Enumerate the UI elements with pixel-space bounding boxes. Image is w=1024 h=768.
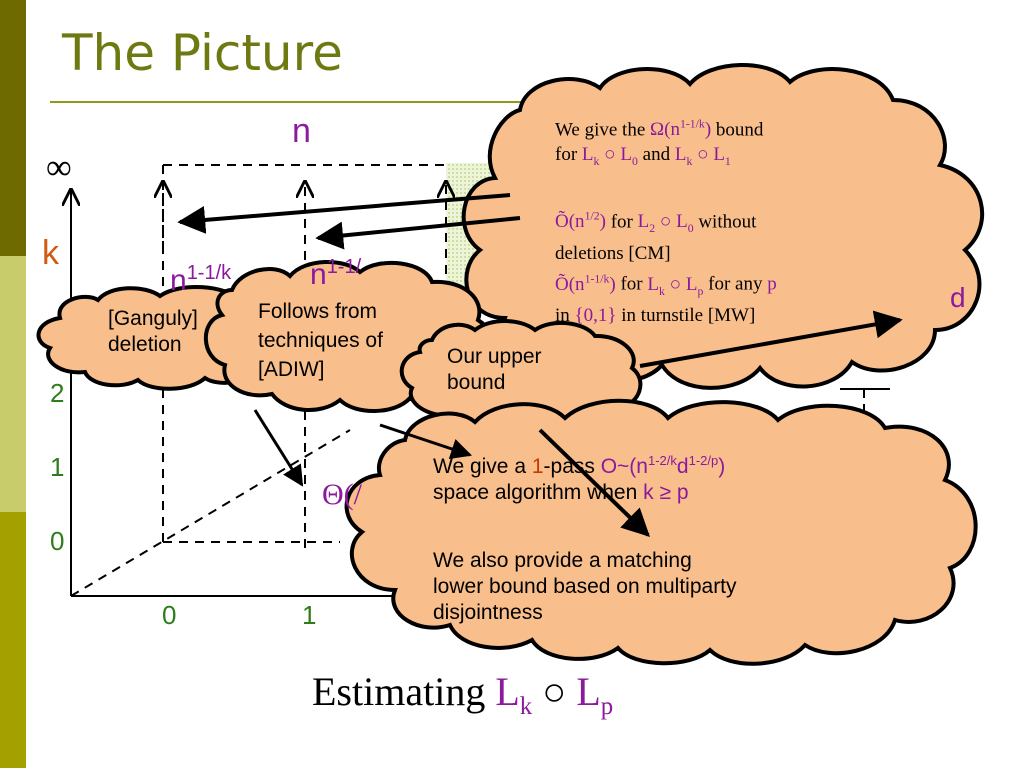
title-rule [50, 101, 610, 103]
arrow-adiw-down [253, 409, 304, 487]
sidebar-band-light [0, 256, 26, 512]
upper-line1: Our upper [447, 345, 542, 368]
y-tick-2: 2 [50, 378, 65, 408]
n-power-label: n1-1/k [170, 262, 232, 297]
y-tick-1: 1 [50, 452, 65, 482]
cloud-top-right-line1: We give the Ω(n1-1/k) bound [555, 118, 764, 141]
sidebar-band-mid [0, 512, 26, 768]
k-label: k [42, 234, 59, 272]
ganguly-line1: [Ganguly] [108, 307, 198, 330]
cloud-bottom-text: We give a 1-pass O~(n1-2/kd1-2/p) space … [433, 448, 893, 626]
d-right-label: d [950, 282, 966, 313]
arrow-to-mid [315, 216, 521, 250]
arrow-upper-down [379, 423, 472, 459]
adiw-line3: [ADIW] [258, 358, 325, 381]
cloud-top-right-line3: Õ(n1/2) for L2 ○ L0 without [555, 210, 757, 236]
footer-caption: Estimating Lk ○ Lp [312, 669, 614, 720]
cloud-top-right-line4: deletions [CM] [555, 243, 671, 265]
bottom-line1: We give a 1-pass O~(n1-2/kd1-2/p) [433, 453, 726, 478]
cloud-adiw-text: Follows from techniques of [ADIW] [258, 297, 383, 384]
sidebar-band-dark [0, 0, 26, 256]
depth-axis [70, 429, 351, 597]
y-tick-0: 0 [50, 526, 65, 556]
upper-line2: bound [447, 371, 506, 394]
slide-title: The Picture [62, 24, 343, 82]
cloud-top-right-line6: in {0,1} in turnstile [MW] [555, 305, 756, 327]
bottom-line2: space algorithm when k ≥ p [433, 481, 689, 504]
n-power-label-2: n1-1/ [310, 256, 362, 291]
arrow-to-left [177, 193, 511, 234]
x-tick-0: 0 [162, 600, 177, 630]
cloud-top-right-text: We give the Ω(n1-1/k) bound for Lk ○ L0 … [555, 112, 905, 328]
adiw-line1: Follows from [258, 300, 378, 323]
cloud-upper-text: Our upper bound [447, 344, 542, 396]
arrow-upper-bottom [538, 428, 651, 537]
n-top-label: n [292, 112, 311, 150]
cloud-ganguly-text: [Ganguly] deletion [108, 306, 198, 358]
infinity-label: ∞ [46, 147, 72, 187]
bottom-line5: disjointness [433, 601, 543, 624]
bottom-line4: lower bound based on multiparty [433, 575, 737, 598]
arrow-upper-right [639, 310, 903, 368]
cloud-bottom [344, 398, 978, 666]
bottom-line3: We also provide a matching [433, 549, 692, 572]
adiw-line2: techniques of [258, 329, 383, 352]
x-tick-1: 1 [302, 600, 317, 630]
cloud-top-right-line2: for Lk ○ L0 and Lk ○ L1 [555, 144, 731, 169]
cloud-top-right-line5: Õ(n1-1/k) for Lk ○ Lp for any p [555, 272, 777, 298]
theta-label: Θ(/ [322, 478, 362, 511]
ganguly-line2: deletion [108, 333, 182, 356]
